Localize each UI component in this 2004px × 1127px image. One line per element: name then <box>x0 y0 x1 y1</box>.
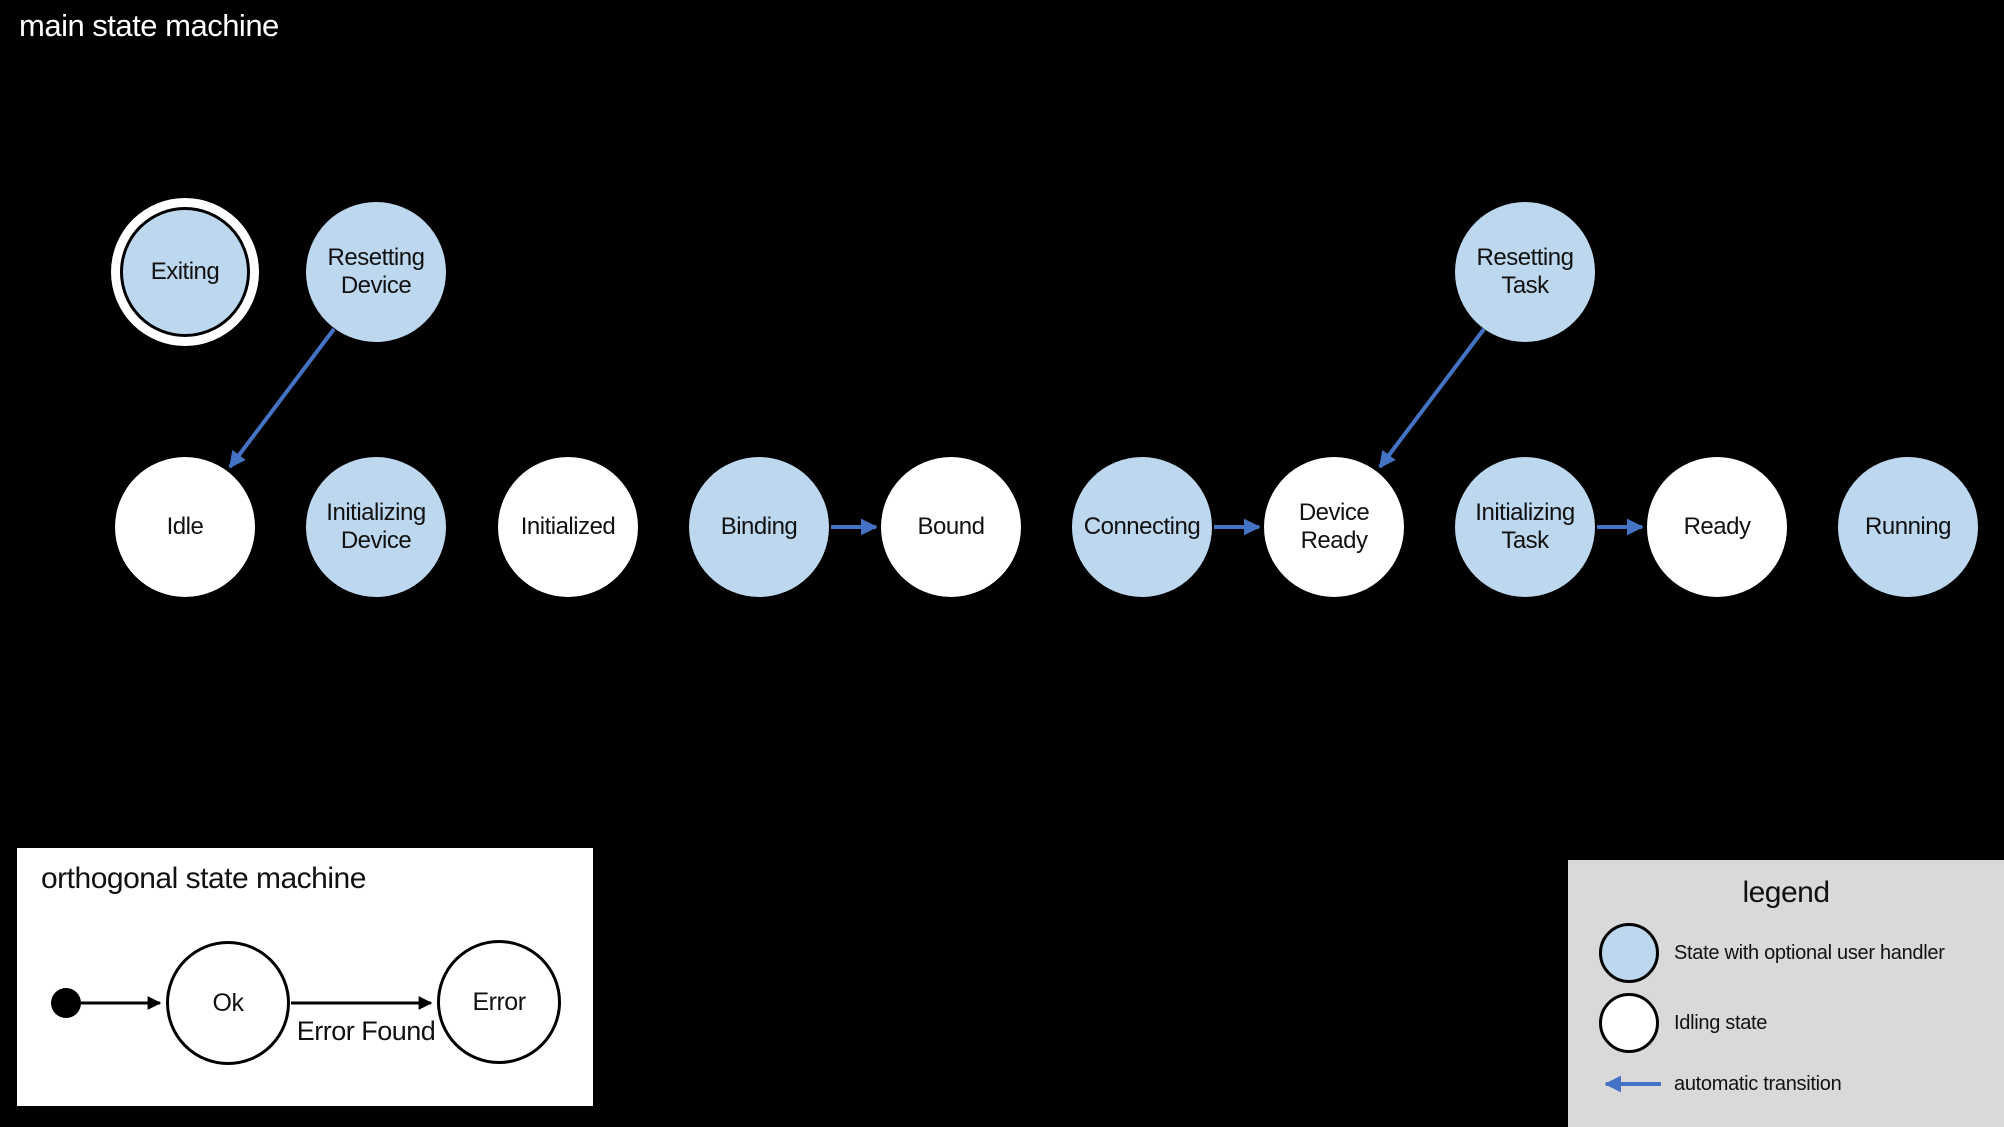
state-label: Idle <box>166 513 204 541</box>
legend-title: legend <box>1742 876 1830 909</box>
legend-panel: legend State with optional user handler … <box>1568 860 2004 1127</box>
state-resetting-device: Resetting Device <box>306 202 446 342</box>
transition-label-error-found: Error Found <box>296 1016 436 1046</box>
legend-idling-state-icon <box>1599 993 1659 1053</box>
orthogonal-diagram-title: orthogonal state machine <box>41 862 366 895</box>
state-binding: Binding <box>689 457 829 597</box>
state-label: Ok <box>212 988 244 1017</box>
state-label: Initializing Device <box>326 499 426 554</box>
legend-item-label: State with optional user handler <box>1674 942 1945 964</box>
legend-item-label: Idling state <box>1674 1012 1768 1034</box>
state-resetting-task: Resetting Task <box>1455 202 1595 342</box>
state-exiting-inner-circle: Exiting <box>120 207 250 337</box>
state-initialized: Initialized <box>498 457 638 597</box>
legend-automatic-transition-arrow-icon <box>1604 1075 1661 1093</box>
state-idle: Idle <box>115 457 255 597</box>
state-ok: Ok <box>166 941 290 1065</box>
state-initializing-device: Initializing Device <box>306 457 446 597</box>
legend-item-label: automatic transition <box>1674 1073 1842 1095</box>
state-label: Initializing Task <box>1475 499 1575 554</box>
state-label: Exiting <box>150 258 220 285</box>
state-device-ready: Device Ready <box>1264 457 1404 597</box>
state-label: Device Ready <box>1298 499 1370 554</box>
state-label: Error <box>472 987 526 1016</box>
state-error: Error <box>437 940 561 1064</box>
state-initializing-task: Initializing Task <box>1455 457 1595 597</box>
state-label: Connecting <box>1083 513 1201 541</box>
state-label: Bound <box>917 513 985 541</box>
state-label: Initialized <box>520 513 616 541</box>
state-exiting: Exiting <box>111 198 259 346</box>
main-diagram-title: main state machine <box>19 8 279 43</box>
transition-resetting-task-to-device-ready <box>1378 327 1486 469</box>
state-running: Running <box>1838 457 1978 597</box>
state-bound: Bound <box>881 457 1021 597</box>
state-connecting: Connecting <box>1072 457 1212 597</box>
state-ready: Ready <box>1647 457 1787 597</box>
state-label: Running <box>1865 513 1951 541</box>
state-label: Resetting Device <box>327 244 425 299</box>
state-label: Ready <box>1683 513 1751 541</box>
state-label: Binding <box>720 513 798 541</box>
legend-user-handler-state-icon <box>1599 923 1659 983</box>
state-label: Resetting Task <box>1476 244 1574 299</box>
transition-resetting-device-to-idle <box>228 327 336 469</box>
initial-state-dot <box>51 988 81 1018</box>
